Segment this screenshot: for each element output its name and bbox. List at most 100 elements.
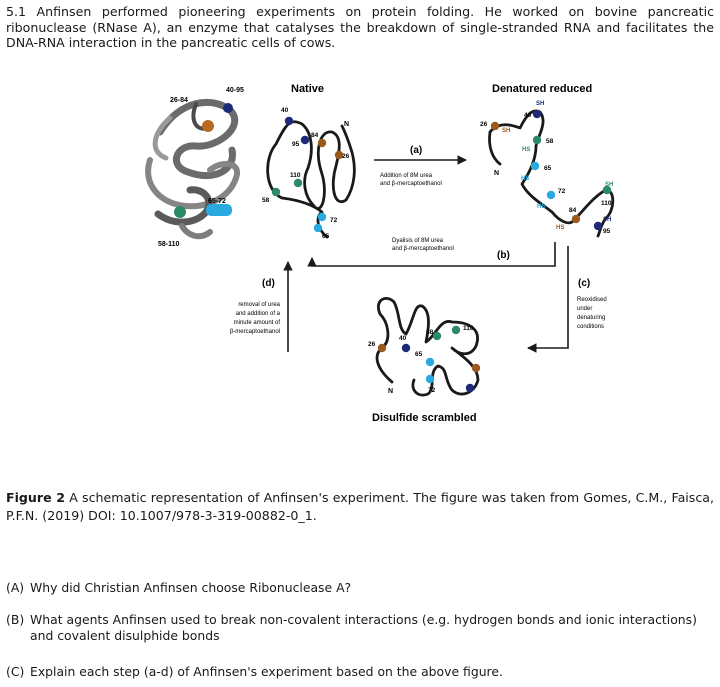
denatured-hs-label: HS xyxy=(537,204,545,210)
denatured-cys-95 xyxy=(593,221,603,231)
denatured-cys-72 xyxy=(546,190,556,200)
question-a: (A) Why did Christian Anfinsen choose Rib… xyxy=(6,580,714,596)
scrambled-cys-65 xyxy=(425,357,435,367)
step-c-text: Reoxidised xyxy=(577,297,607,303)
denatured-sh-label: SH xyxy=(536,101,544,107)
question-c: (C) Explain each step (a-d) of Anfinsen's… xyxy=(6,664,714,680)
scrambled-cys-72 xyxy=(425,374,435,384)
native-cys-95 xyxy=(300,135,310,145)
scrambled-cys-navy xyxy=(465,383,475,393)
native-chain xyxy=(266,120,356,239)
step-c-text: denaturing xyxy=(577,315,605,321)
native-cys-72 xyxy=(317,212,327,222)
denatured-residue-label: 26 xyxy=(480,121,488,128)
denatured-residue-label: 84 xyxy=(569,207,577,214)
denatured-structure: 26 SH SH 40 58 HS 65 HS N 72 HS SH 110 8… xyxy=(480,101,615,238)
native-cys-58 xyxy=(271,187,281,197)
denatured-sh-label: SH xyxy=(605,182,613,188)
denatured-residue-label: N xyxy=(494,170,499,177)
native-structure: 40 95 84 26 N 110 58 72 65 xyxy=(262,107,356,240)
native-residue-label: 84 xyxy=(311,132,319,139)
step-d-text: removal of urea xyxy=(238,302,280,308)
scrambled-cys-110 xyxy=(451,325,461,335)
step-b-text: and β-mercaptoethanol xyxy=(392,246,454,252)
denatured-hs-label: HS xyxy=(521,176,529,182)
question-text: Explain each step (a-d) of Anfinsen's ex… xyxy=(30,664,503,679)
step-a-label: (a) xyxy=(410,145,422,156)
native-cys-40 xyxy=(284,116,294,126)
step-c-text: conditions xyxy=(577,324,604,330)
scrambled-cys-58 xyxy=(432,331,442,341)
denatured-sh-label: SH xyxy=(502,128,510,134)
step-b-label: (b) xyxy=(497,250,510,261)
denatured-sh-label: SH xyxy=(603,217,611,223)
scrambled-residue-label: 65 xyxy=(415,351,423,358)
denatured-cys-110 xyxy=(602,185,612,195)
native-residue-label: 65 xyxy=(322,233,330,240)
denatured-chain xyxy=(488,109,615,238)
scrambled-residue-label: 110 xyxy=(463,325,474,332)
question-label: (B) xyxy=(6,612,25,627)
arrow-step-c xyxy=(527,246,569,353)
native-cys-110 xyxy=(293,178,303,188)
step-c-label: (c) xyxy=(578,278,590,289)
question-label: (A) xyxy=(6,580,25,595)
denatured-cys-84 xyxy=(571,214,581,224)
scrambled-title: Disulfide scrambled xyxy=(372,412,477,424)
step-d-text: β-mercaptoethanol xyxy=(230,329,280,335)
question-label: (C) xyxy=(6,664,25,679)
step-d-label: (d) xyxy=(262,278,275,289)
ribbon-disulfide-26-84 xyxy=(202,120,214,132)
native-residue-label: 95 xyxy=(292,141,300,148)
denatured-cys-65 xyxy=(530,161,540,171)
anfinsen-figure: 26-84 40-95 65-72 58-110 Native 40 95 84… xyxy=(145,83,615,424)
question-text: What agents Anfinsen used to break non-c… xyxy=(30,612,697,643)
step-b-text: Dyalisis of 8M urea xyxy=(392,238,444,244)
denatured-cys-26 xyxy=(490,121,500,131)
ribbon-disulfide-65-72 xyxy=(206,204,232,216)
denatured-residue-label: 72 xyxy=(558,188,566,195)
denatured-hs-label: HS xyxy=(556,225,564,231)
native-cys-65 xyxy=(313,223,323,233)
scrambled-residue-label: 40 xyxy=(399,335,407,342)
denatured-residue-label: 58 xyxy=(546,138,554,145)
scrambled-residue-label: N xyxy=(388,388,393,395)
ribbon-label: 58-110 xyxy=(158,241,180,248)
scrambled-cys-brown xyxy=(471,363,481,373)
ribbon-disulfide-58-110 xyxy=(174,206,186,218)
question-text: Why did Christian Anfinsen choose Ribonu… xyxy=(30,580,352,595)
denatured-title: Denatured reduced xyxy=(492,83,592,95)
denatured-hs-label: HS xyxy=(522,147,530,153)
native-residue-label: 110 xyxy=(290,172,301,179)
ribbon-disulfide-40-95 xyxy=(223,103,233,113)
native-residue-label: 72 xyxy=(330,217,338,224)
native-residue-label: 58 xyxy=(262,197,270,204)
step-a-text: and β-mercaptoethanol xyxy=(380,181,442,187)
denatured-cys-58 xyxy=(532,135,542,145)
denatured-residue-label: 95 xyxy=(603,228,611,235)
native-residue-label: N xyxy=(344,121,349,128)
denatured-cys-40 xyxy=(532,109,542,119)
native-cys-84 xyxy=(317,138,327,148)
scrambled-residue-label: 72 xyxy=(428,387,436,394)
ribbon-label: 65-72 xyxy=(208,198,226,205)
native-residue-label: 40 xyxy=(281,107,289,114)
denatured-residue-label: 65 xyxy=(544,165,552,172)
scrambled-residue-label: 26 xyxy=(368,341,376,348)
ribbon-structure: 26-84 40-95 65-72 58-110 xyxy=(145,87,244,248)
ribbon-strand xyxy=(156,98,239,180)
native-residue-label: 26 xyxy=(342,153,350,160)
denatured-residue-label: 110 xyxy=(601,200,612,207)
step-d-text: minute amount of xyxy=(234,320,281,326)
denatured-residue-label: 40 xyxy=(524,112,532,119)
denatured-n-tail xyxy=(488,130,502,166)
step-a-text: Addition of 8M urea xyxy=(380,173,433,179)
scrambled-cys-26 xyxy=(377,343,387,353)
scrambled-chain xyxy=(375,297,480,397)
step-c-text: under xyxy=(577,306,592,312)
step-d-text: and addition of a xyxy=(236,311,281,317)
caption-text: A schematic representation of Anfinsen's… xyxy=(6,490,714,523)
intro-paragraph: 5.1 Anfinsen performed pioneering experi… xyxy=(6,4,714,50)
scrambled-structure: 26 40 58 110 65 72 N xyxy=(368,297,481,397)
figure-caption: Figure 2 A schematic representation of A… xyxy=(6,489,714,525)
